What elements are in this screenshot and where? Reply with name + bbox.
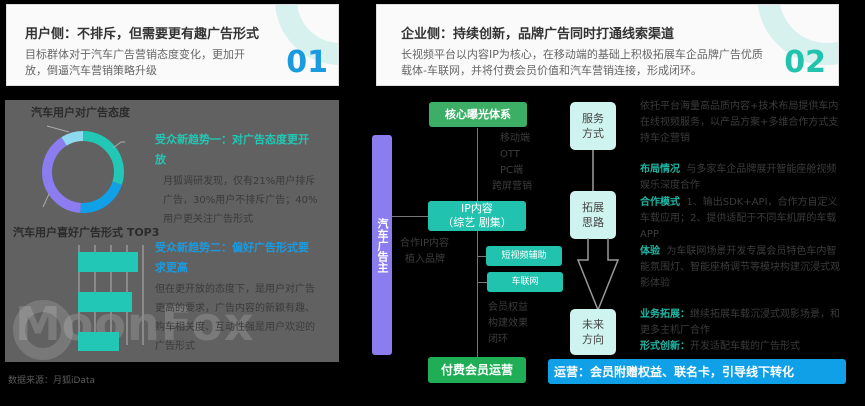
channel-pc: PC端 [500,165,524,176]
card-title: 企业侧：持续创新，品牌广告同时打通线索渠道 [401,27,675,42]
future-direction-label: 未来方向 [582,318,604,346]
donut-chart [42,125,125,213]
trend2-title-line2: 求更高 [155,261,188,274]
short-video-box: 短视频辅助 [486,246,562,266]
member-note-1: 会员权益 [488,302,528,313]
ip-content-line1: IP内容 [461,202,493,215]
card-number: 01 [286,45,328,80]
paid-member-box: 付费会员运营 [428,357,526,383]
channel-mobile: 移动端 [500,133,530,144]
flow-connector [592,150,594,198]
operations-banner: 运营：会员附赠权益、联名卡，引导线下转化 [548,359,846,384]
biz-desc: 继续拓展车载沉浸式观影场景，和更多主机厂合作 [640,309,840,336]
down-arrow-icon [576,238,620,313]
grid-line [142,245,144,345]
coop-block: 合作模式 1、输出SDK+API，合作方自定义车载应用；2、提供适配于不同车机屏… [640,195,840,243]
connector [477,282,487,283]
bar-3 [78,332,119,351]
channel-cross-screen: 跨屏营销 [492,181,532,192]
layout-block: 布局情况 与多家车企品牌展开智能座舱视频娱乐深度合作 [640,162,840,194]
user-insight-panel: MoonFox 汽车用户对广告态度 受众新趋势一：对广告态度更开 放 月狐调研发… [5,100,339,362]
form-label: 形式创新： [640,341,690,352]
trend2-desc-line3: 购车相关度、互动性强是用户欢迎的 [155,322,315,333]
layout-desc: 与多家车企品牌展开智能座舱视频娱乐深度合作 [640,164,837,191]
card-desc-line2: 放，倒逼汽车营销策略升级 [25,64,157,77]
trend1-title-line1: 受众新趋势一：对广告态度更开 [155,133,309,146]
core-exposure-box: 核心曝光体系 [429,102,527,127]
trend2-title-line1: 受众新趋势二：偏好广告形式要 [155,241,309,254]
expand-thinking-label: 拓展思路 [582,201,604,229]
form-block: 形式创新：开发适配车载的广告形式 [640,339,850,355]
ip-coop-line2: 植入品牌 [405,254,445,265]
trend1-desc-line1: 月狐调研发现，仅有21%用户排斥 [163,176,316,187]
card-number: 02 [784,45,826,80]
advertiser-bar: 汽车广告主 [372,135,392,355]
card-desc-line2: 载体-车联网，并将付费会员价值和汽车营销连接，形成闭环。 [401,64,702,77]
trend2-desc-line1: 但在更开放的态度下，是用户对广告 [155,284,315,295]
exp-block: 体验 为车联网场景开发专属会员特色车内智能氛围灯、智能座椅调节等模块构建沉浸式观… [640,244,840,292]
trend1-desc-line3: 用户更关注广告形式 [163,214,253,225]
exp-label: 体验 [640,246,660,257]
biz-block: 业务拓展：继续拓展车载沉浸式观影场景，和更多主机厂合作 [640,307,840,339]
donut-title: 汽车用户对广告态度 [31,106,130,119]
bar-2 [78,292,132,312]
member-note-3: 闭环 [488,334,508,345]
data-source: 数据来源：月狐iData [8,376,95,386]
biz-label: 业务拓展： [640,309,690,320]
service-mode-box: 服务方式 [570,102,616,150]
trend1-desc-line2: 广告，30%用户不排斥广告；40% [163,195,318,206]
card-desc-line1: 目标群体对于汽车广告营销态度变化，更加开 [25,48,245,61]
channel-ott: OTT [500,149,520,160]
coop-label: 合作模式 [640,197,680,208]
car-network-box: 车联网 [487,272,563,292]
bar-1 [78,252,138,272]
bar-chart-title: 汽车用户喜好广告形式 TOP3 [13,226,160,239]
trend1-title-line2: 放 [155,153,166,166]
service-mode-label: 服务方式 [582,112,604,140]
exp-desc: 为车联网场景开发专属会员特色车内智能氛围灯、智能座椅调节等模块构建沉浸式观影体验 [640,246,840,289]
trend2-desc-line4: 广告形式 [155,341,195,352]
enterprise-side-card: 企业侧：持续创新，品牌广告同时打通线索渠道 长视频平台以内容IP为核心，在移动端… [376,4,839,86]
card-title: 用户侧：不排斥，但需要更有趣广告形式 [25,27,260,42]
ip-content-line2: （综艺 剧集） [442,216,512,229]
future-direction-box: 未来方向 [570,309,616,355]
form-desc: 开发适配车载的广告形式 [690,341,800,352]
ip-content-box: IP内容 （综艺 剧集） [428,201,526,231]
ip-coop-line1: 合作IP内容 [400,238,449,249]
layout-label: 布局情况 [640,164,680,175]
card-desc-line1: 长视频平台以内容IP为核心，在移动端的基础上积极拓展车企品牌广告优质 [401,48,763,61]
user-side-card: 用户侧：不排斥，但需要更有趣广告形式 目标群体对于汽车广告营销态度变化，更加开 … [6,4,339,86]
connector [392,216,428,217]
service-desc: 依托平台海量高品质内容+技术布局提供车内在线视频服务，以产品方案+多维合作方式支… [640,101,839,144]
expand-thinking-box: 拓展思路 [570,191,616,239]
member-note-2: 构建效果 [488,318,528,329]
trend2-desc-line2: 更高的要求，广告内容的新颖有趣、 [155,303,315,314]
connector [477,256,487,257]
watermark: MoonFox [15,297,255,351]
coop-desc: 1、输出SDK+API，合作方自定义车载应用；2、提供适配于不同车机屏的车载AP… [640,197,838,240]
vertical-connector [477,128,478,368]
